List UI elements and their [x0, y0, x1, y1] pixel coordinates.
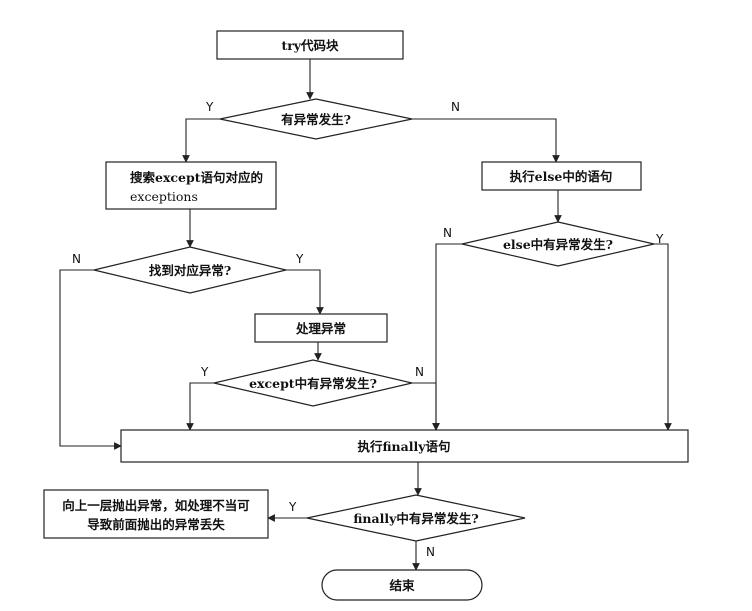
edge-has-exception-no	[412, 118, 560, 163]
label-else-exc-yes: Y	[655, 232, 664, 246]
search-except-label-line1: 搜索except语句对应的	[130, 170, 263, 185]
node-search-except: 搜索except语句对应的 exceptions	[105, 161, 277, 210]
search-except-label-line2: exceptions	[130, 189, 198, 204]
try-block-label: try代码块	[281, 38, 339, 53]
raise-up-label-line1: 向上一层抛出异常，如处理不当可	[62, 498, 250, 513]
label-has-exception-yes: Y	[205, 100, 214, 114]
found-matching-label: 找到对应异常?	[149, 263, 231, 278]
handle-exception-label: 处理异常	[295, 321, 346, 336]
finally-has-exception-label: finally中有异常发生?	[353, 511, 478, 526]
edge-else-exc-no	[432, 243, 462, 431]
node-finally-has-exception: finally中有异常发生?	[306, 494, 526, 542]
edge-except-yes	[186, 382, 214, 431]
else-has-exception-label: else中有异常发生?	[503, 237, 613, 252]
end-label: 结束	[389, 578, 415, 593]
node-else-has-exception: else中有异常发生?	[461, 221, 655, 267]
label-except-exc-no: N	[415, 365, 424, 379]
label-else-exc-no: N	[443, 226, 452, 240]
label-found-no: N	[72, 252, 81, 266]
label-has-exception-no: N	[451, 100, 460, 114]
node-try-block: try代码块	[216, 30, 404, 60]
node-raise-up: 向上一层抛出异常，如处理不当可 导致前面抛出的异常丢失	[43, 489, 269, 539]
exec-finally-label: 执行finally语句	[357, 439, 450, 454]
label-found-yes: Y	[295, 252, 304, 266]
label-except-exc-yes: Y	[200, 365, 209, 379]
label-finally-exc-no: N	[426, 545, 435, 559]
node-end: 结束	[321, 569, 483, 601]
node-except-has-exception: except中有异常发生?	[213, 359, 413, 407]
edge-found-no	[59, 269, 122, 450]
has-exception-label: 有异常发生?	[281, 112, 351, 127]
node-exec-else: 执行else中的语句	[481, 161, 642, 191]
label-finally-exc-yes: Y	[288, 500, 297, 514]
edge-has-exception-yes	[182, 118, 220, 163]
node-found-matching: 找到对应异常?	[93, 246, 287, 294]
raise-up-label-line2: 导致前面抛出的异常丢失	[87, 517, 225, 532]
node-has-exception: 有异常发生?	[219, 98, 413, 140]
edge-found-yes	[286, 269, 324, 315]
edge-else-exc-yes	[654, 243, 672, 431]
exec-else-label: 执行else中的语句	[510, 169, 613, 184]
node-handle-exception: 处理异常	[254, 313, 388, 343]
except-has-exception-label: except中有异常发生?	[249, 376, 377, 391]
node-exec-finally: 执行finally语句	[120, 429, 689, 463]
edge-except-no	[412, 382, 440, 431]
